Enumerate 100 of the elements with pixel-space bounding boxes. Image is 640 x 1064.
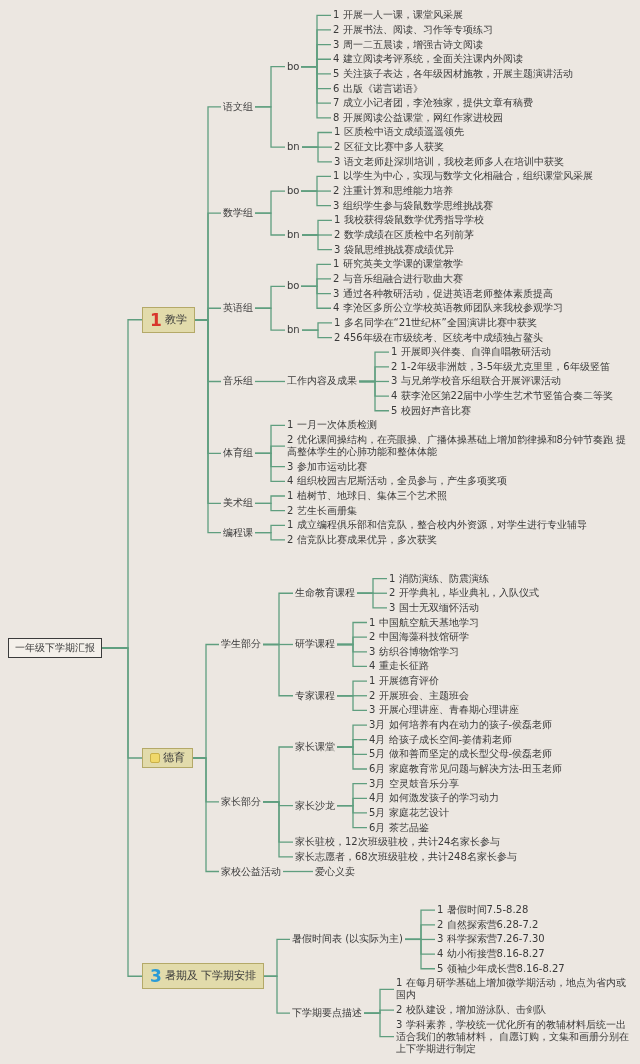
topic-text: 3 组织学生参与袋鼠数学思维挑战赛 [331, 199, 495, 212]
topic-text: bo [285, 60, 302, 73]
topic-text: 语文组 [221, 100, 255, 113]
branch-number: 1 [150, 310, 162, 329]
topic-text: 2 中国海藻科技馆研学 [367, 631, 471, 644]
connector-line [336, 695, 368, 712]
topic-text: 3月 如何培养有内在动力的孩子-侯磊老师 [367, 719, 555, 732]
connector-line [262, 801, 294, 858]
topic-text: 6月 家庭教育常见问题与解决方法-田玉老师 [367, 763, 565, 775]
topic-text: 1 成立编程俱乐部和信竞队，整合校内外资源，对学生进行专业辅导 [285, 519, 589, 532]
connector-line [254, 502, 286, 512]
topic-text: 5 关注孩子表达，各年级因材施教，开展主题演讲活动 [331, 67, 575, 80]
topic-text: 7 成立小记者团，李沧独家，提供文章有稿费 [331, 97, 535, 110]
topic-text: 2 信竞队比赛成果优异，多次获奖 [285, 533, 439, 546]
topic-text: 3 与兄弟学校音乐组联合开展评课活动 [389, 375, 563, 388]
topic-text: 4 李沧区多所公立学校英语教师团队来我校参观学习 [331, 302, 565, 315]
connector-line [363, 1012, 395, 1038]
topic-text: 5 校园好声音比赛 [389, 404, 473, 417]
topic-text: 家校公益活动 [219, 865, 283, 878]
topic-text: 1 开展即兴伴奏、自弹自唱教研活动 [389, 346, 553, 359]
topic-text: 2 与音乐组融合进行歌曲大赛 [331, 272, 465, 285]
connector-line [336, 643, 368, 668]
topic-text: 3 袋鼠思维挑战赛成绩优异 [332, 243, 456, 256]
topic-text: 3 开展心理讲座、青春期心理讲座 [367, 704, 521, 717]
topic-text: 2 开展书法、阅读、习作等专项练习 [331, 23, 495, 36]
topic-text: 家长部分 [219, 795, 263, 808]
topic-text: 3月 空灵鼓音乐分享 [367, 777, 461, 790]
topic-text: 2 数学成绩在区质检中名列前茅 [332, 229, 476, 241]
connector-line [254, 106, 286, 148]
connector-line [254, 307, 286, 331]
topic-text: 1 开展德育评价 [367, 675, 441, 688]
connector-line [300, 190, 332, 207]
topic-text: 1 在每月研学基础上增加微学期活动，地点为省内或国内 [394, 977, 634, 1002]
topic-text: 4 建立阅读考评系统，全面关注课内外阅读 [331, 53, 525, 66]
connector-line [192, 757, 220, 873]
branch-topic-box [142, 748, 193, 768]
topic-text: bn [285, 229, 302, 241]
topic-text: 3 纺织谷博物馆学习 [367, 645, 461, 658]
topic-text: bn [285, 324, 302, 337]
topic-text: 学生部分 [219, 638, 263, 651]
connector-line [282, 870, 314, 873]
topic-text: 家长驻校，12次班级驻校，共计24名家长参与 [293, 836, 503, 849]
topic-text: bn [285, 141, 302, 154]
topic-text: 2 艺生长画册集 [285, 504, 359, 517]
connector-line [254, 380, 286, 383]
connector-line [336, 746, 368, 770]
topic-text: 专家课程 [293, 689, 337, 702]
topic-text: 美术组 [221, 497, 255, 510]
topic-text: 4 幼小衔接营8.16-8.27 [435, 948, 547, 961]
connector-line [301, 146, 333, 163]
topic-text: 音乐组 [221, 375, 255, 388]
topic-text: 数学组 [221, 207, 255, 220]
topic-text: 1 暑假时间7.5-8.28 [435, 904, 531, 917]
topic-text: 研学课程 [293, 638, 337, 651]
topic-text: 2 开展班会、主题班会 [367, 689, 471, 702]
topic-text: 4月 如何激发孩子的学习动力 [367, 792, 501, 805]
topic-text: 1 研究英美文学课的课堂教学 [331, 258, 465, 271]
connector-line [254, 531, 286, 541]
topic-text: 4 组织校园吉尼斯活动，全员参与，产生多项奖项 [285, 475, 509, 488]
topic-text: 2 1-2年级非洲鼓，3-5年级尤克里里，6年级竖笛 [389, 360, 612, 373]
topic-text: 3 科学探索营7.26-7.30 [435, 933, 547, 946]
topic-text: 1 多名同学在“21世纪杯”全国演讲比赛中获奖 [332, 316, 539, 329]
topic-text: 2 注重计算和思维能力培养 [331, 185, 455, 198]
topic-text: 3 语文老师赴深圳培训，我校老师多人在培训中获奖 [332, 155, 566, 168]
connector-line [404, 938, 436, 970]
topic-text: 1 区质检中语文成绩遥遥领先 [332, 126, 466, 139]
topic-text: 3 通过各种教研活动，促进英语老师整体素质提高 [331, 287, 555, 300]
connector-line [301, 234, 333, 251]
topic-text: 6月 茶艺品鉴 [367, 821, 431, 834]
topic-text: 4 获李沧区第22届中小学生艺术节竖笛合奏二等奖 [389, 390, 616, 403]
topic-text: 1 一月一次体质检测 [285, 419, 379, 432]
topic-text: 爱心义卖 [313, 865, 357, 878]
connector-line [356, 592, 388, 609]
topic-text: 2 优化课间操结构，在亮眼操、广播体操基础上增加韵律操和8分钟节奏跑 提高整体学生的心肺功能和整体体能 [285, 434, 634, 459]
topic-text: 6 出版《诺言诺语》 [331, 82, 425, 95]
topic-text: 3 国士无双缅怀活动 [387, 601, 481, 614]
topic-text: 家长志愿者，68次班级驻校，共计248名家长参与 [293, 850, 519, 863]
topic-text: 2 区征文比赛中多人获奖 [332, 141, 446, 154]
topic-text: 家长课堂 [293, 741, 337, 753]
connector-line [254, 212, 286, 236]
branch-topic-box [142, 306, 195, 333]
connector-line [358, 380, 390, 412]
root-topic-box: 一年级下学期汇报 [8, 638, 102, 658]
topic-text: 编程课 [221, 526, 255, 539]
connector-line [263, 975, 291, 1014]
connector-line [101, 647, 143, 977]
topic-text: 5月 家庭花艺设计 [367, 806, 451, 819]
topic-text: 2 开学典礼，毕业典礼，入队仪式 [387, 587, 541, 600]
topic-text: 2 校队建设，增加游泳队、击剑队 [394, 1004, 548, 1016]
topic-text: 8 开展阅读公益课堂，网红作家进校园 [331, 111, 505, 124]
branch-title: 德育 [163, 752, 185, 764]
connector-line [300, 285, 332, 309]
topic-text: 1 以学生为中心，实现与数学文化相融合，组织课堂风采展 [331, 170, 595, 183]
branch-title: 教学 [164, 313, 187, 326]
topic-text: 1 消防演练、防震演练 [387, 572, 491, 585]
topic-text: bo [285, 185, 302, 198]
connector-line [336, 804, 368, 829]
connector-line [262, 643, 294, 697]
topic-text: 生命教育课程 [293, 587, 357, 600]
topic-text: 1 植树节、地球日、集体三个艺术照 [285, 490, 449, 502]
